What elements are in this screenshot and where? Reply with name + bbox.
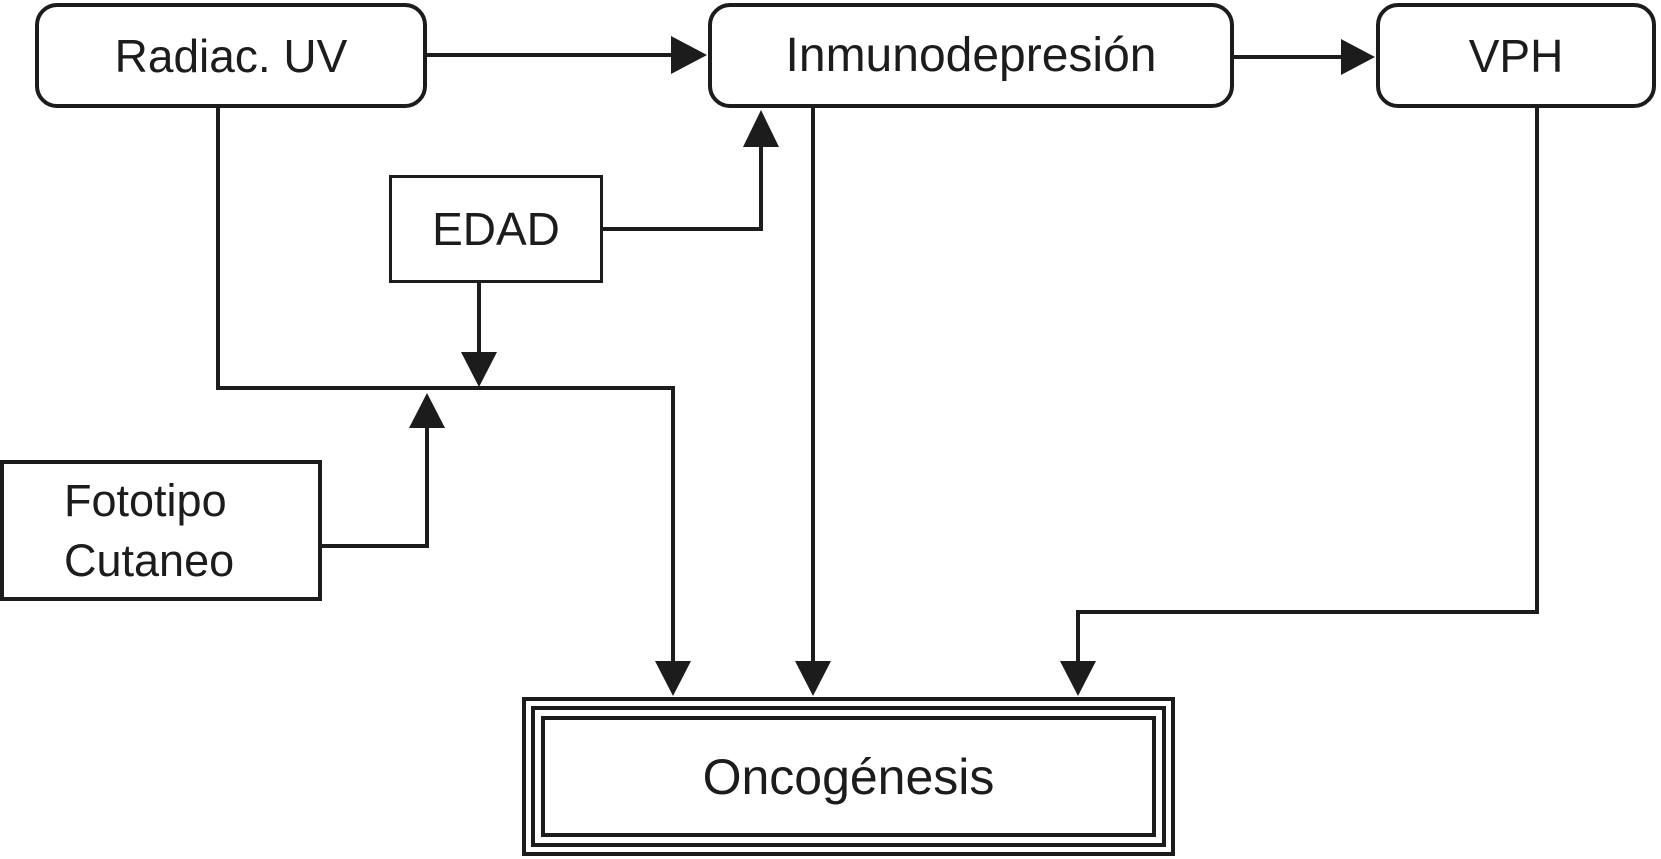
edge-vph-to-oncogenesis: [1060, 108, 1539, 696]
arrowhead-right-vph: [1341, 39, 1375, 75]
edge-fototipo-to-path: [320, 393, 445, 548]
arrowhead-down-oncogenesis-left: [655, 661, 691, 696]
node-edad: EDAD: [389, 175, 603, 283]
node-edad-label: EDAD: [432, 203, 560, 255]
arrowhead-up-inmunodepresion: [743, 110, 779, 147]
node-vph-label: VPH: [1468, 29, 1564, 82]
oncogenesis-inner-border: Oncogénesis: [541, 716, 1156, 837]
edge-radiac-to-oncogenesis: [216, 108, 691, 696]
node-inmunodepresion: Inmunodepresión: [708, 3, 1234, 108]
arrowhead-down-oncogenesis-middle: [795, 661, 831, 696]
arrowhead-down-oncogenesis-right: [1060, 661, 1096, 696]
edge-edad-to-path: [461, 283, 497, 387]
node-fototipo-cutaneo: Fototipo Cutaneo: [0, 460, 322, 601]
edge-inmunodepresion-to-vph: [1234, 39, 1375, 75]
node-radiac-uv: Radiac. UV: [35, 3, 427, 108]
arrowhead-right-inmunodepresion: [671, 36, 707, 74]
node-fototipo-label-line1: Fototipo: [64, 474, 227, 526]
node-radiac-uv-label: Radiac. UV: [114, 29, 348, 82]
edge-edad-to-inmunodepresion: [603, 110, 779, 231]
oncogenesis-middle-border: Oncogénesis: [531, 706, 1166, 847]
node-oncogenesis-label: Oncogénesis: [702, 748, 995, 805]
node-vph: VPH: [1376, 3, 1656, 108]
edge-radiac-to-inmunodepresion: [427, 36, 707, 74]
node-fototipo-label-line2: Cutaneo: [64, 534, 235, 586]
edge-inmunodepresion-to-oncogenesis: [795, 108, 831, 696]
node-inmunodepresion-label: Inmunodepresión: [785, 29, 1157, 82]
arrowhead-up-onto-line: [409, 393, 445, 428]
arrowhead-down-onto-line: [461, 352, 497, 387]
node-oncogenesis: Oncogénesis: [522, 697, 1175, 856]
